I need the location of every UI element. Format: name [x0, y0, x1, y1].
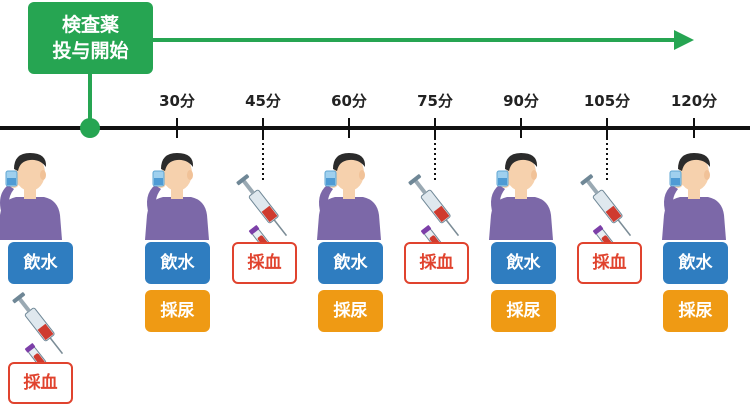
person-drinking-120 — [661, 152, 727, 241]
syringe-icon-75 — [391, 173, 465, 254]
water-tag-0: 飲水 — [8, 242, 73, 284]
syringe-icon-45 — [219, 173, 293, 254]
tick-label-105: 105分 — [583, 92, 631, 110]
tick-label-45: 45分 — [245, 92, 281, 110]
water-tag-90: 飲水 — [491, 242, 556, 284]
green-arrow-head — [674, 30, 694, 50]
syringe-icon-0 — [0, 291, 69, 372]
water-tag-60: 飲水 — [318, 242, 383, 284]
person-drinking-30 — [144, 152, 210, 241]
water-tag-120: 飲水 — [663, 242, 728, 284]
blood-tag-105: 採血 — [577, 242, 642, 284]
start-box: 検査薬 投与開始 — [28, 2, 153, 74]
person-drinking-90 — [488, 152, 554, 241]
tick-label-30: 30分 — [159, 92, 195, 110]
tick-label-60: 60分 — [331, 92, 367, 110]
urine-tag-120: 採尿 — [663, 290, 728, 332]
urine-tag-30: 採尿 — [145, 290, 210, 332]
tick-label-90: 90分 — [503, 92, 539, 110]
water-tag-30: 飲水 — [145, 242, 210, 284]
person-drinking-60 — [316, 152, 382, 241]
urine-tag-90: 採尿 — [491, 290, 556, 332]
blood-tag-75: 採血 — [404, 242, 469, 284]
syringe-icon-105 — [563, 173, 637, 254]
tick-label-120: 120分 — [670, 92, 718, 110]
tick-label-75: 75分 — [417, 92, 453, 110]
blood-tag-45: 採血 — [232, 242, 297, 284]
start-marker — [80, 118, 100, 138]
start-line2: 投与開始 — [52, 40, 129, 62]
blood-tag-0: 採血 — [8, 362, 73, 404]
person-drinking-0 — [0, 152, 63, 241]
urine-tag-60: 採尿 — [318, 290, 383, 332]
start-line1: 検査薬 — [61, 14, 119, 36]
